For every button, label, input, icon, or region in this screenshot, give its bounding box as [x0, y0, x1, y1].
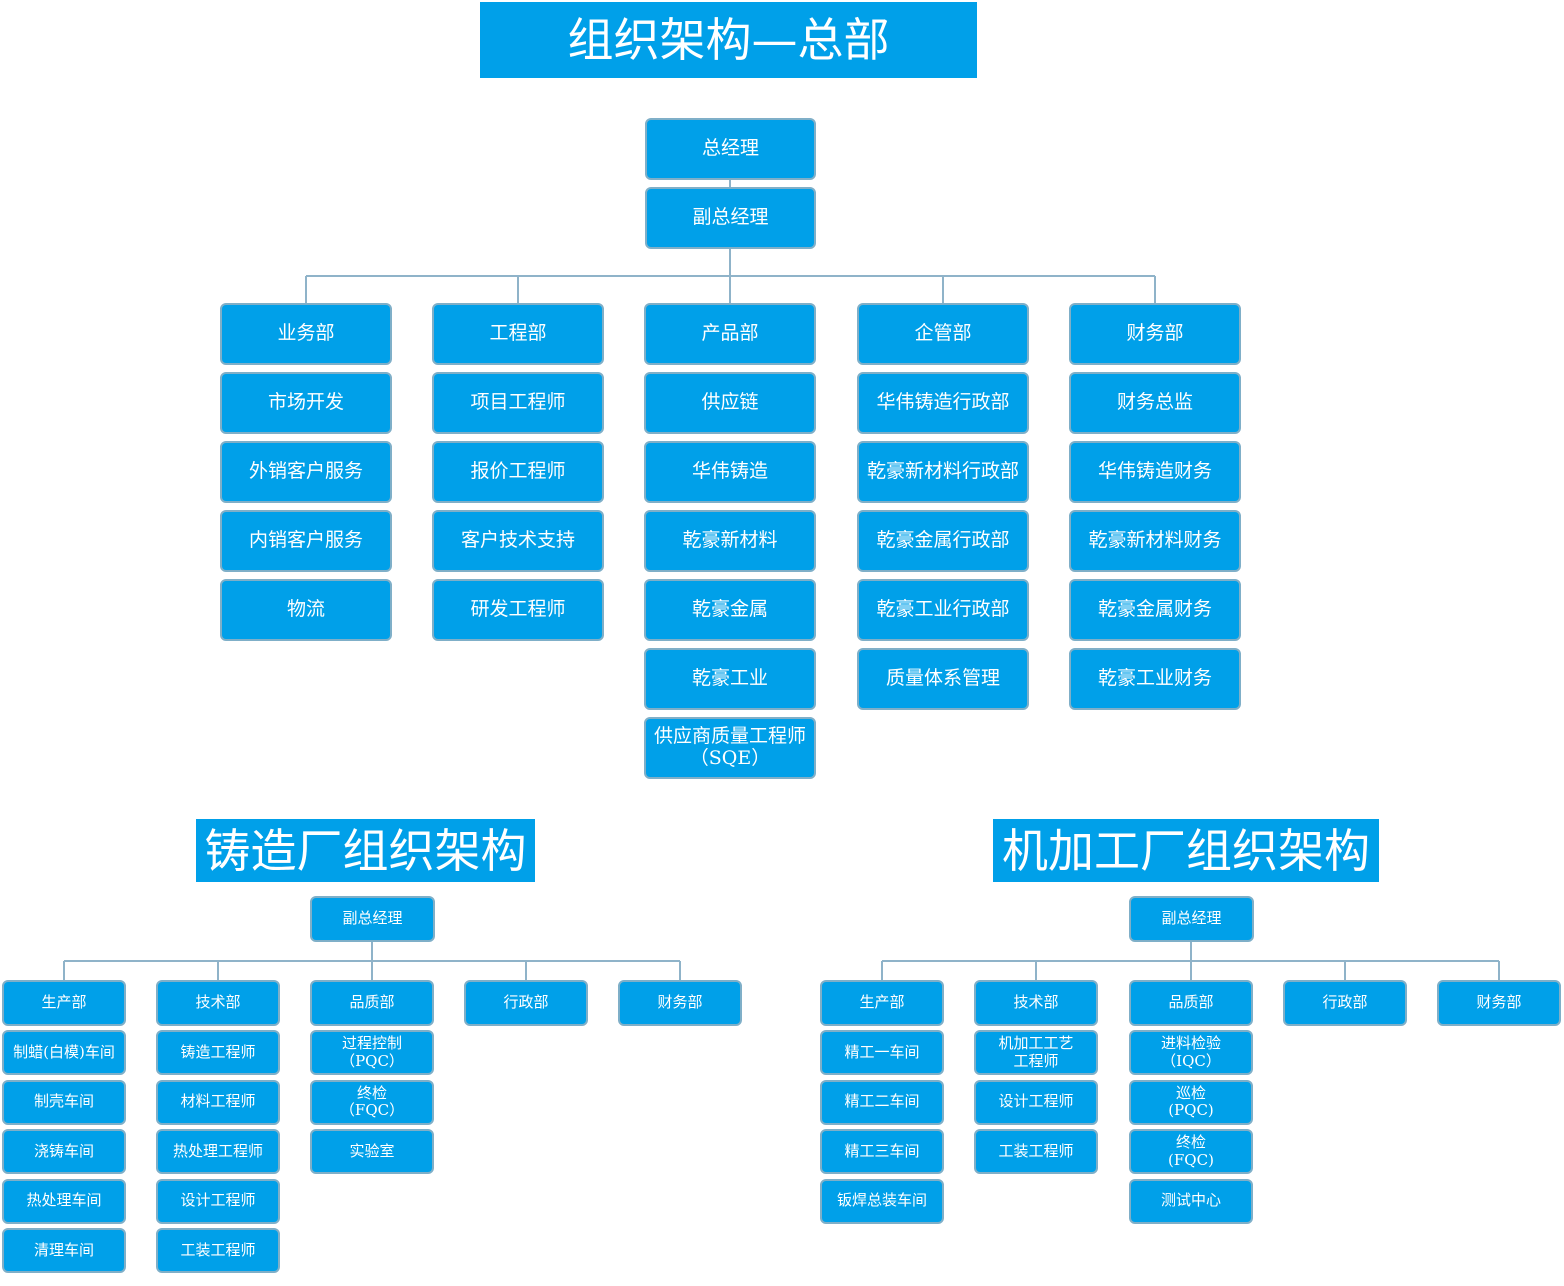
hq-role-box: 乾豪工业行政部 — [857, 579, 1029, 641]
hq-role-box: 质量体系管理 — [857, 648, 1029, 710]
hq-role-box: 华伟铸造财务 — [1069, 441, 1241, 503]
foundry-role-box: 过程控制 （PQC） — [310, 1030, 434, 1075]
foundry-role-box: 设计工程师 — [156, 1178, 280, 1224]
hq-role-box: 供应链 — [644, 372, 816, 434]
foundry-role-box: 热处理车间 — [2, 1178, 126, 1224]
machining-role-box: 测试中心 — [1129, 1178, 1253, 1224]
foundry-role-box: 工装工程师 — [156, 1228, 280, 1273]
machining-dept-box: 生产部 — [820, 980, 944, 1026]
hq-role-box: 乾豪新材料 — [644, 510, 816, 572]
machining-role-box: 巡检 (PQC) — [1129, 1079, 1253, 1125]
machining-role-box: 精工三车间 — [820, 1129, 944, 1174]
hq-role-box: 报价工程师 — [432, 441, 604, 503]
foundry-dept-box: 生产部 — [2, 980, 126, 1026]
hq-dept-box: 财务部 — [1069, 303, 1241, 365]
foundry-dept-box: 品质部 — [310, 980, 434, 1026]
machining-dept-box: 财务部 — [1437, 980, 1561, 1026]
foundry-role-box: 制壳车间 — [2, 1079, 126, 1125]
hq-role-box: 研发工程师 — [432, 579, 604, 641]
hq-dept-box: 工程部 — [432, 303, 604, 365]
machining-role-box: 精工二车间 — [820, 1079, 944, 1125]
gm-box: 总经理 — [645, 118, 816, 180]
machining-dept-box: 品质部 — [1129, 980, 1253, 1026]
hq-role-box: 供应商质量工程师 （SQE） — [644, 717, 816, 779]
hq-role-box: 华伟铸造行政部 — [857, 372, 1029, 434]
foundry-dept-box: 技术部 — [156, 980, 280, 1026]
machining-dept-box: 行政部 — [1283, 980, 1407, 1026]
hq-role-box: 乾豪新材料行政部 — [857, 441, 1029, 503]
machining-role-box: 机加工工艺 工程师 — [974, 1030, 1098, 1075]
machining-role-box: 终检 (FQC) — [1129, 1129, 1253, 1174]
foundry-role-box: 终检 （FQC） — [310, 1079, 434, 1125]
foundry-role-box: 浇铸车间 — [2, 1129, 126, 1174]
foundry-dept-box: 行政部 — [464, 980, 588, 1026]
hq-role-box: 物流 — [220, 579, 392, 641]
machining-role-box: 工装工程师 — [974, 1129, 1098, 1174]
hq-role-box: 乾豪金属 — [644, 579, 816, 641]
machining-deputy-box: 副总经理 — [1129, 896, 1254, 942]
hq-dept-box: 业务部 — [220, 303, 392, 365]
hq-role-box: 财务总监 — [1069, 372, 1241, 434]
hq-dept-box: 产品部 — [644, 303, 816, 365]
machining-role-box: 精工一车间 — [820, 1030, 944, 1075]
machining-title-banner: 机加工厂组织架构 — [993, 819, 1379, 882]
machining-role-box: 设计工程师 — [974, 1079, 1098, 1125]
foundry-role-box: 清理车间 — [2, 1228, 126, 1273]
hq-dept-box: 企管部 — [857, 303, 1029, 365]
foundry-role-box: 铸造工程师 — [156, 1030, 280, 1075]
hq-role-box: 华伟铸造 — [644, 441, 816, 503]
foundry-title-banner: 铸造厂组织架构 — [196, 819, 535, 882]
foundry-deputy-box: 副总经理 — [310, 896, 435, 942]
hq-role-box: 乾豪工业财务 — [1069, 648, 1241, 710]
hq-role-box: 乾豪金属行政部 — [857, 510, 1029, 572]
machining-dept-box: 技术部 — [974, 980, 1098, 1026]
foundry-dept-box: 财务部 — [618, 980, 742, 1026]
foundry-role-box: 制蜡(白模)车间 — [2, 1030, 126, 1075]
hq-role-box: 内销客户服务 — [220, 510, 392, 572]
hq-role-box: 乾豪金属财务 — [1069, 579, 1241, 641]
hq-title-banner: 组织架构—总部 — [480, 2, 977, 78]
foundry-role-box: 热处理工程师 — [156, 1129, 280, 1174]
foundry-role-box: 材料工程师 — [156, 1079, 280, 1125]
hq-role-box: 客户技术支持 — [432, 510, 604, 572]
machining-role-box: 进料检验 （IQC） — [1129, 1030, 1253, 1075]
hq-role-box: 外销客户服务 — [220, 441, 392, 503]
hq-deputy-box: 副总经理 — [645, 187, 816, 249]
foundry-role-box: 实验室 — [310, 1129, 434, 1174]
hq-role-box: 乾豪新材料财务 — [1069, 510, 1241, 572]
hq-role-box: 市场开发 — [220, 372, 392, 434]
machining-role-box: 钣焊总装车间 — [820, 1178, 944, 1224]
hq-role-box: 项目工程师 — [432, 372, 604, 434]
hq-role-box: 乾豪工业 — [644, 648, 816, 710]
